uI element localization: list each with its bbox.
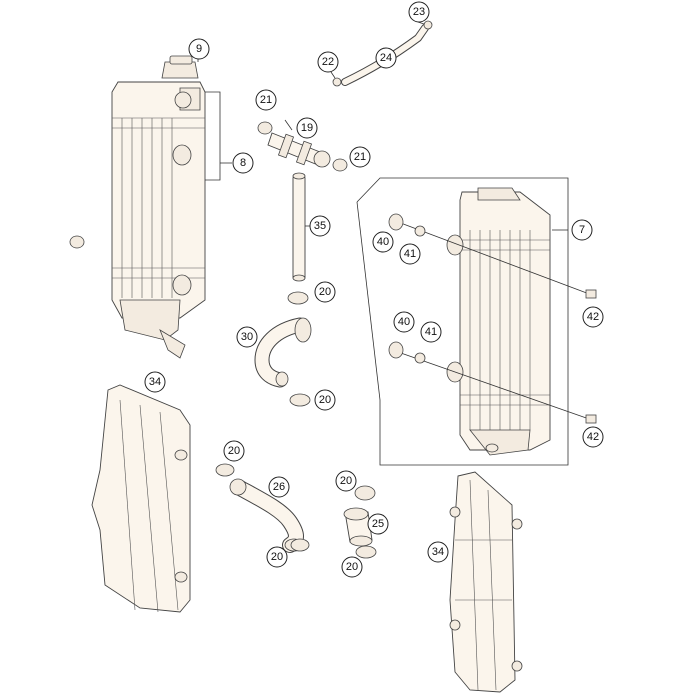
- svg-text:20: 20: [340, 475, 352, 487]
- svg-text:20: 20: [319, 286, 331, 298]
- callout-40-bottom: 40: [393, 311, 415, 333]
- grommet-40b: [388, 341, 404, 359]
- svg-text:20: 20: [346, 561, 358, 573]
- callout-26: 26: [268, 476, 290, 498]
- callout-24: 24: [375, 47, 397, 69]
- clamp-20d: [290, 538, 310, 552]
- svg-text:41: 41: [404, 248, 416, 260]
- svg-text:20: 20: [228, 445, 240, 457]
- callout-20-c: 20: [223, 440, 245, 462]
- hose-30: [254, 317, 312, 388]
- callout-30: 30: [236, 326, 258, 348]
- svg-text:25: 25: [372, 518, 384, 530]
- svg-text:42: 42: [587, 311, 599, 323]
- callout-21-top: 21: [255, 89, 277, 111]
- callout-20-b: 20: [314, 389, 336, 411]
- washer-41a: [414, 225, 426, 237]
- callout-42-top: 42: [582, 306, 604, 328]
- svg-text:20: 20: [271, 551, 283, 563]
- clamp-20f: [355, 545, 377, 559]
- svg-text:22: 22: [322, 56, 334, 68]
- callout-20-a: 20: [314, 281, 336, 303]
- clamp-20b: [289, 393, 311, 407]
- washer-41b: [414, 352, 426, 364]
- callout-21-right: 21: [349, 146, 371, 168]
- callout-42-bottom: 42: [582, 426, 604, 448]
- clamp-20c: [215, 463, 235, 477]
- svg-text:35: 35: [314, 220, 326, 232]
- right-shroud-34: [449, 471, 523, 693]
- svg-text:21: 21: [354, 151, 366, 163]
- svg-text:26: 26: [273, 481, 285, 493]
- callout-41-bottom: 41: [420, 321, 442, 343]
- callout-9: 9: [188, 38, 210, 60]
- callout-22: 22: [317, 51, 339, 73]
- callout-40-top: 40: [372, 231, 394, 253]
- svg-text:19: 19: [301, 122, 313, 134]
- callout-20-f: 20: [341, 556, 363, 578]
- svg-text:7: 7: [579, 224, 585, 236]
- svg-text:20: 20: [319, 394, 331, 406]
- callout-20-d: 20: [266, 546, 288, 568]
- svg-text:41: 41: [425, 326, 437, 338]
- fitting-19: [257, 121, 348, 172]
- callout-35: 35: [309, 215, 331, 237]
- grommet-40a: [388, 213, 404, 231]
- connector-25: [343, 507, 373, 547]
- svg-text:34: 34: [432, 546, 444, 558]
- callout-7: 7: [571, 219, 593, 241]
- svg-text:8: 8: [240, 157, 246, 169]
- callout-25: 25: [367, 513, 389, 535]
- callout-34-right: 34: [427, 541, 449, 563]
- screw-42a: [585, 289, 597, 299]
- callout-34-left: 34: [144, 371, 166, 393]
- left-shroud-34: [91, 384, 191, 613]
- clamp-20a: [287, 291, 309, 305]
- callout-41-top: 41: [399, 243, 421, 265]
- clamp-20e: [354, 485, 376, 501]
- callout-8: 8: [232, 152, 254, 174]
- hose-26: [229, 478, 304, 553]
- svg-text:21: 21: [260, 94, 272, 106]
- left-radiator: [69, 55, 206, 359]
- svg-text:34: 34: [149, 376, 161, 388]
- callout-23: 23: [408, 1, 430, 23]
- right-radiator: [446, 187, 551, 456]
- svg-text:23: 23: [413, 6, 425, 18]
- svg-text:40: 40: [398, 316, 410, 328]
- svg-text:42: 42: [587, 431, 599, 443]
- svg-text:30: 30: [241, 331, 253, 343]
- svg-text:24: 24: [380, 52, 392, 64]
- callout-20-e: 20: [335, 470, 357, 492]
- screw-42b: [585, 414, 597, 424]
- svg-text:40: 40: [377, 236, 389, 248]
- pipe-35: [292, 172, 306, 282]
- svg-text:9: 9: [196, 43, 202, 55]
- callout-19: 19: [296, 117, 318, 139]
- right-assembly-frame: [356, 177, 569, 466]
